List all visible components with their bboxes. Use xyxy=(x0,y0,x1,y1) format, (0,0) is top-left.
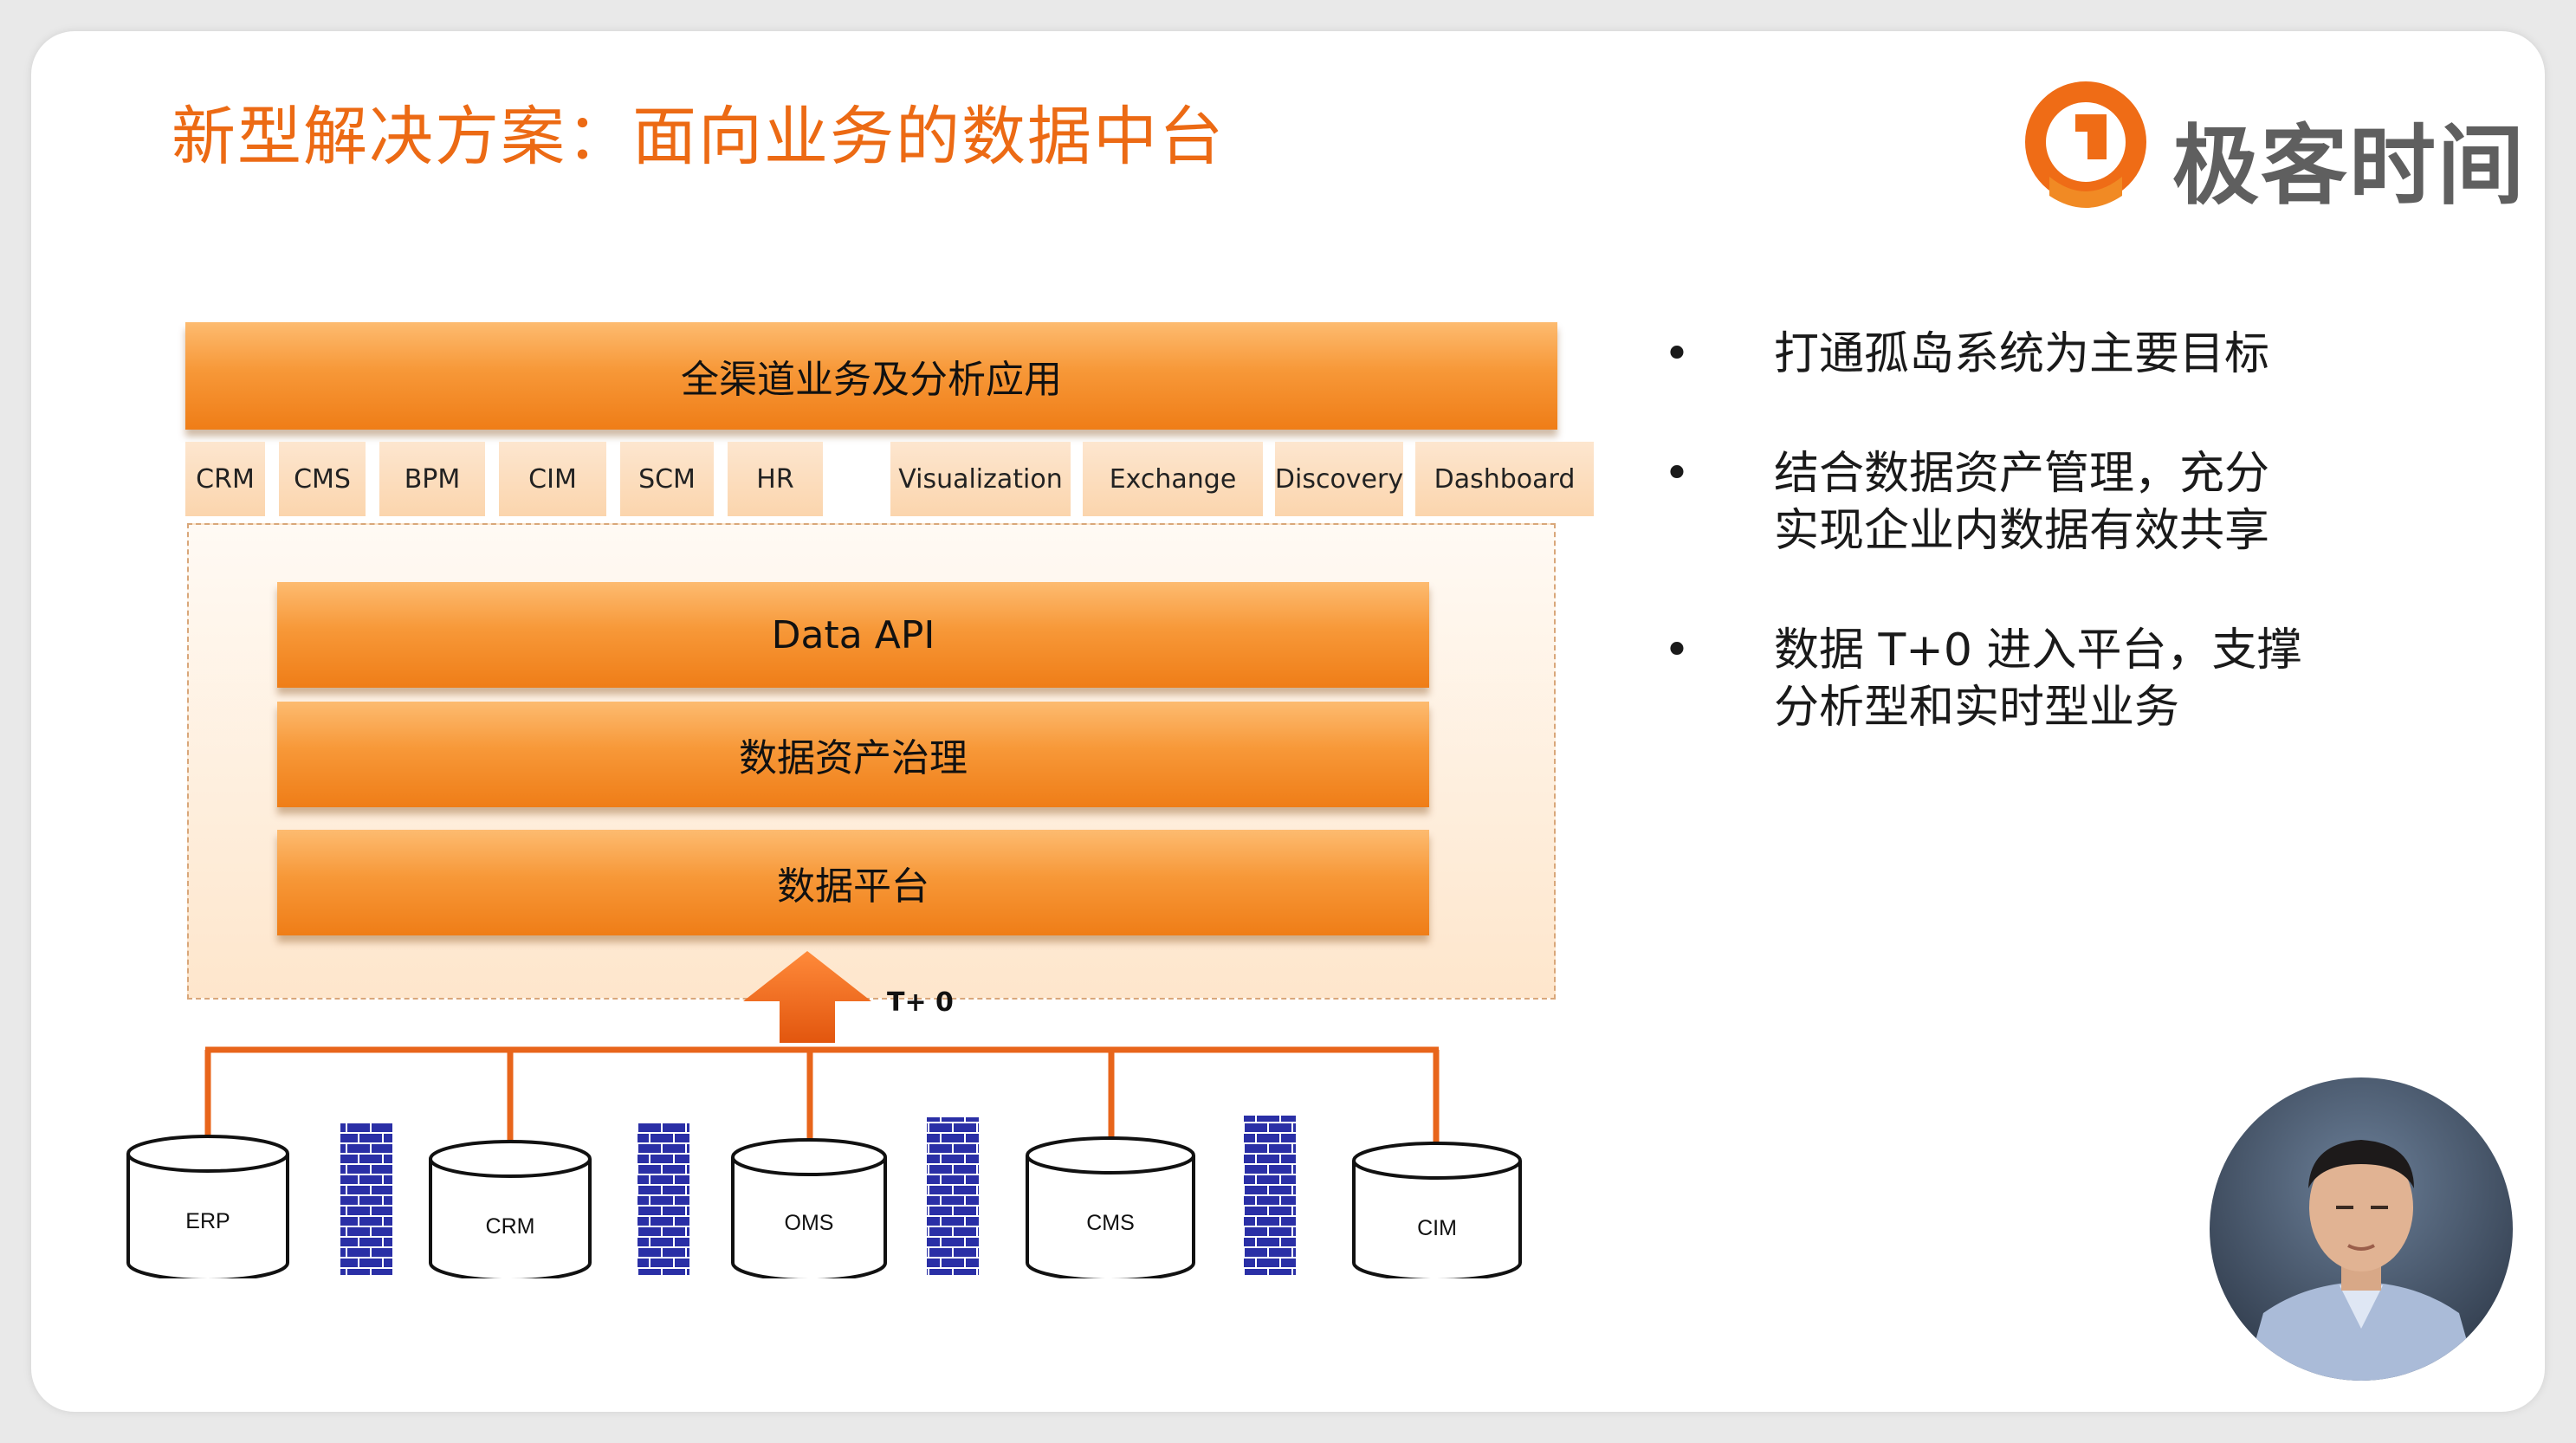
slide-title: 新型解决方案：面向业务的数据中台 xyxy=(172,100,1225,174)
bullet-text: 数据 T+0 进入平台，支撑 xyxy=(1774,624,2302,676)
presenter-avatar xyxy=(2210,1077,2513,1381)
database-icon-cms xyxy=(1026,1136,1195,1278)
database-icon-cim xyxy=(1352,1142,1522,1278)
bullet-dot: • xyxy=(1663,624,1691,676)
geektime-logo-icon xyxy=(2025,81,2146,208)
app-visualization: Visualization xyxy=(890,442,1071,516)
firewall-icon xyxy=(927,1117,979,1275)
app-dashboard: Dashboard xyxy=(1415,442,1594,516)
firewall-icon xyxy=(1244,1116,1296,1275)
app-bpm: BPM xyxy=(379,442,485,516)
app-exchange: Exchange xyxy=(1083,442,1263,516)
bullet-dot: • xyxy=(1663,328,1691,380)
db-label-cim: CIM xyxy=(1417,1216,1457,1240)
app-hr: HR xyxy=(728,442,823,516)
slide: 新型解决方案：面向业务的数据中台 极客时间 全渠道业务及分析应用 CRM CMS… xyxy=(31,31,2545,1412)
layer-data-api: Data API xyxy=(277,582,1429,688)
firewall-icon xyxy=(340,1123,392,1275)
layer-data-platform: 数据平台 xyxy=(277,830,1429,935)
top-bar: 全渠道业务及分析应用 xyxy=(185,322,1557,430)
logo: 极客时间 xyxy=(2015,76,2545,223)
database-icon-crm xyxy=(429,1140,592,1278)
firewall-icon xyxy=(638,1123,689,1275)
logo-text: 极客时间 xyxy=(2172,115,2526,217)
bullet-item: • 数据 T+0 进入平台，支撑 分析型和实时型业务 xyxy=(1651,622,2430,736)
db-label-oms: OMS xyxy=(785,1211,834,1235)
database-icon-erp xyxy=(126,1135,289,1278)
db-label-crm: CRM xyxy=(486,1214,535,1239)
arrow-label: T+ 0 xyxy=(887,987,954,1018)
app-cms: CMS xyxy=(279,442,366,516)
app-discovery: Discovery xyxy=(1275,442,1403,516)
bullet-text: 实现企业内数据有效共享 xyxy=(1774,505,2270,557)
presenter-video xyxy=(2210,1077,2513,1381)
bullet-item: • 结合数据资产管理，充分 实现企业内数据有效共享 xyxy=(1651,445,2430,560)
source-systems-diagram: ERP CRM OMS CMS CIM xyxy=(126,951,1522,1278)
database-icon-oms xyxy=(731,1138,887,1278)
bullet-text: 分析型和实时型业务 xyxy=(1774,682,2180,734)
app-cim: CIM xyxy=(499,442,606,516)
layer-data-governance: 数据资产治理 xyxy=(277,702,1429,807)
app-row: CRM CMS BPM CIM SCM HR Visualization Exc… xyxy=(185,442,1594,516)
bullet-dot: • xyxy=(1663,448,1691,500)
bullet-text: 打通孤岛系统为主要目标 xyxy=(1774,328,2270,380)
bullet-item: • 打通孤岛系统为主要目标 xyxy=(1651,326,2430,383)
bullet-list: • 打通孤岛系统为主要目标 • 结合数据资产管理，充分 实现企业内数据有效共享 … xyxy=(1651,326,2430,799)
app-scm: SCM xyxy=(620,442,714,516)
db-label-erp: ERP xyxy=(185,1209,230,1233)
connector-lines xyxy=(204,1046,1440,1155)
app-crm: CRM xyxy=(185,442,265,516)
db-label-cms: CMS xyxy=(1086,1211,1135,1235)
bullet-text: 结合数据资产管理，充分 xyxy=(1774,448,2270,500)
